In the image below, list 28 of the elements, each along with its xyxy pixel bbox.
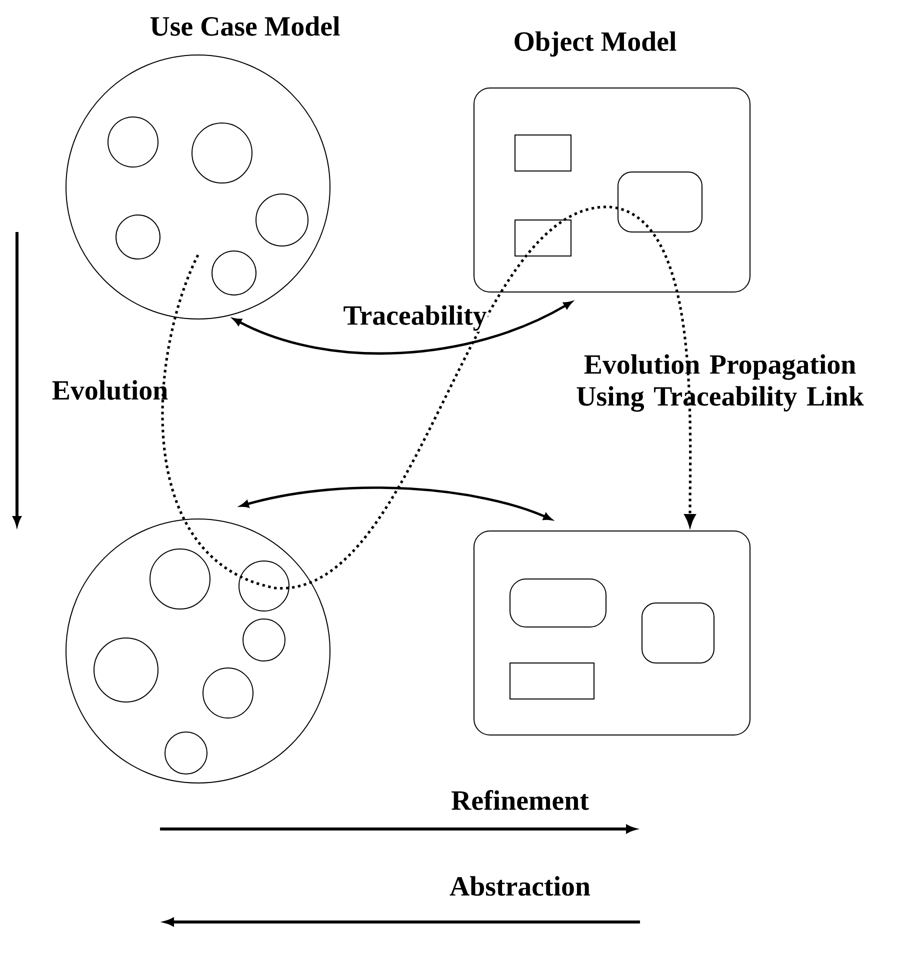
inner-circle: [116, 214, 160, 260]
label-text: Abstraction: [450, 876, 590, 896]
label-text: Refinement: [452, 790, 589, 810]
inner-shape: [618, 172, 702, 232]
label-text: Evolution: [52, 380, 168, 400]
inner-circle: [238, 560, 290, 612]
model-box: [474, 530, 750, 736]
inner-shape: [510, 578, 606, 628]
inner-circle: [94, 638, 158, 702]
inner-circle: [108, 116, 158, 168]
inner-circle: [150, 548, 210, 610]
label-text: Evolution Propagation Using Traceability Link: [576, 354, 864, 412]
inner-circle: [164, 732, 208, 774]
inner-circle: [256, 194, 308, 246]
inner-shape: [514, 134, 572, 172]
model-circle: [66, 518, 330, 784]
model-heading: Object Model: [514, 31, 676, 57]
edge-label: Traceability: [342, 304, 488, 332]
inner-circle: [212, 250, 256, 296]
inner-circle: [242, 618, 286, 662]
inner-shape: [514, 220, 572, 256]
curved-arrow: [233, 301, 572, 355]
inner-circle: [192, 122, 252, 184]
inner-shape: [510, 662, 594, 700]
dotted-arrow: [161, 206, 696, 590]
model-heading: Use Case Model: [150, 16, 340, 36]
inner-shape: [642, 602, 714, 664]
inner-circle: [202, 668, 254, 718]
